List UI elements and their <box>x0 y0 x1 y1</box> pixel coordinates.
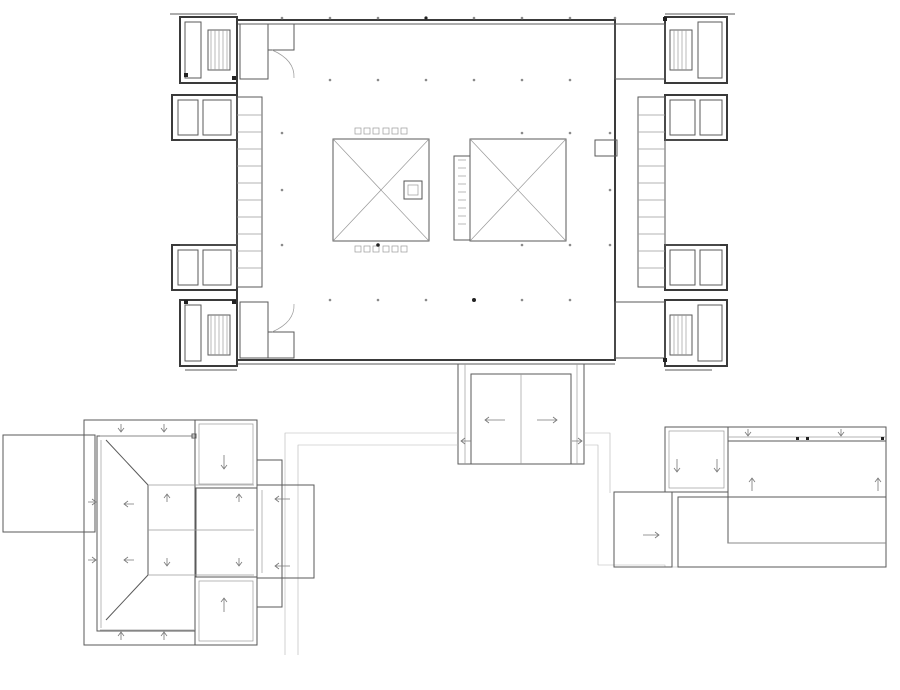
lower-right-building <box>613 426 887 568</box>
left-office-wing <box>171 94 263 291</box>
atrium-left <box>332 127 430 253</box>
service-block-bottom-right <box>614 299 728 371</box>
walkways <box>284 432 885 655</box>
entry-bridge <box>457 363 585 465</box>
service-block-top-right <box>614 13 735 84</box>
service-block-top-left <box>170 13 295 84</box>
service-block-bottom-left <box>179 299 295 371</box>
main-building <box>170 13 735 371</box>
atrium-right <box>453 138 567 242</box>
right-office-wing <box>594 94 728 291</box>
lower-left-building <box>2 419 315 646</box>
column-grid <box>280 16 617 302</box>
